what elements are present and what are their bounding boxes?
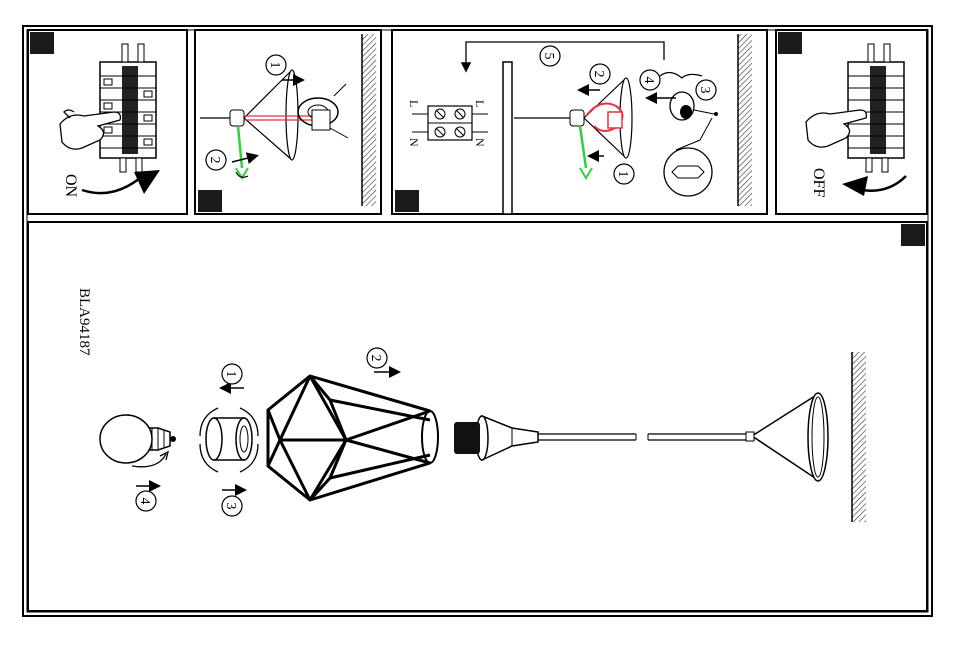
- bulb-icon: [99, 414, 176, 468]
- hand-icon: [805, 109, 868, 148]
- step-number: 4: [641, 77, 656, 84]
- outer-frame: [22, 25, 933, 617]
- panel-badge: [30, 32, 54, 54]
- ceiling-hatch: [738, 34, 752, 206]
- panel-remove-shade: 1 2: [194, 29, 382, 215]
- terminal-block-icon: [412, 105, 488, 141]
- ceiling-hatch: [852, 352, 866, 522]
- panel-badge: [198, 190, 222, 212]
- step-number: 1: [223, 371, 238, 378]
- panel-badge: [395, 190, 419, 212]
- step-number: 2: [207, 157, 222, 164]
- ground-wire-icon: [236, 125, 244, 169]
- wall-plug-icon: [663, 117, 713, 197]
- step-number: 3: [697, 87, 712, 94]
- cage-shade-icon: [266, 374, 439, 502]
- switch-label-off: OFF: [810, 168, 827, 197]
- lamp-holder-icon: [454, 414, 539, 462]
- panel-assembly: BLA94187: [27, 221, 928, 612]
- canopy-icon: [745, 392, 829, 482]
- step-number: 2: [368, 355, 383, 362]
- terminal-label: L: [473, 100, 487, 107]
- step-number: 1: [267, 62, 282, 69]
- fuse-box-icon: [847, 43, 905, 173]
- step-number: 2: [591, 71, 606, 78]
- terminal-label: L: [407, 100, 421, 107]
- rotate-arrow-icon: [861, 175, 907, 192]
- inner-frame: [26, 29, 929, 613]
- panel-on: ON: [27, 29, 188, 215]
- terminal-label: N: [473, 138, 487, 147]
- switch-label-on: ON: [62, 174, 79, 198]
- step-number: 1: [615, 171, 630, 178]
- model-number: BLA94187: [76, 288, 92, 356]
- step-number: 3: [223, 503, 238, 510]
- panel-wiring: 5 L N L N: [391, 29, 768, 215]
- mounting-bracket-icon: [297, 83, 349, 139]
- panel-badge: [778, 32, 802, 54]
- bracket-screw-icon: [669, 91, 718, 121]
- panel-badge: [901, 224, 925, 246]
- terminal-label: N: [407, 138, 421, 147]
- panel-off: OFF: [775, 29, 928, 215]
- rotate-arrow-icon: [81, 177, 141, 195]
- fuse-box-icon: [99, 43, 157, 173]
- step-number: 5: [541, 53, 556, 60]
- hand-icon: [59, 111, 122, 150]
- step-number: 4: [137, 498, 152, 505]
- locking-ring-icon: [199, 407, 259, 473]
- ceiling-hatch: [362, 34, 376, 206]
- ground-wire-icon: [578, 125, 588, 169]
